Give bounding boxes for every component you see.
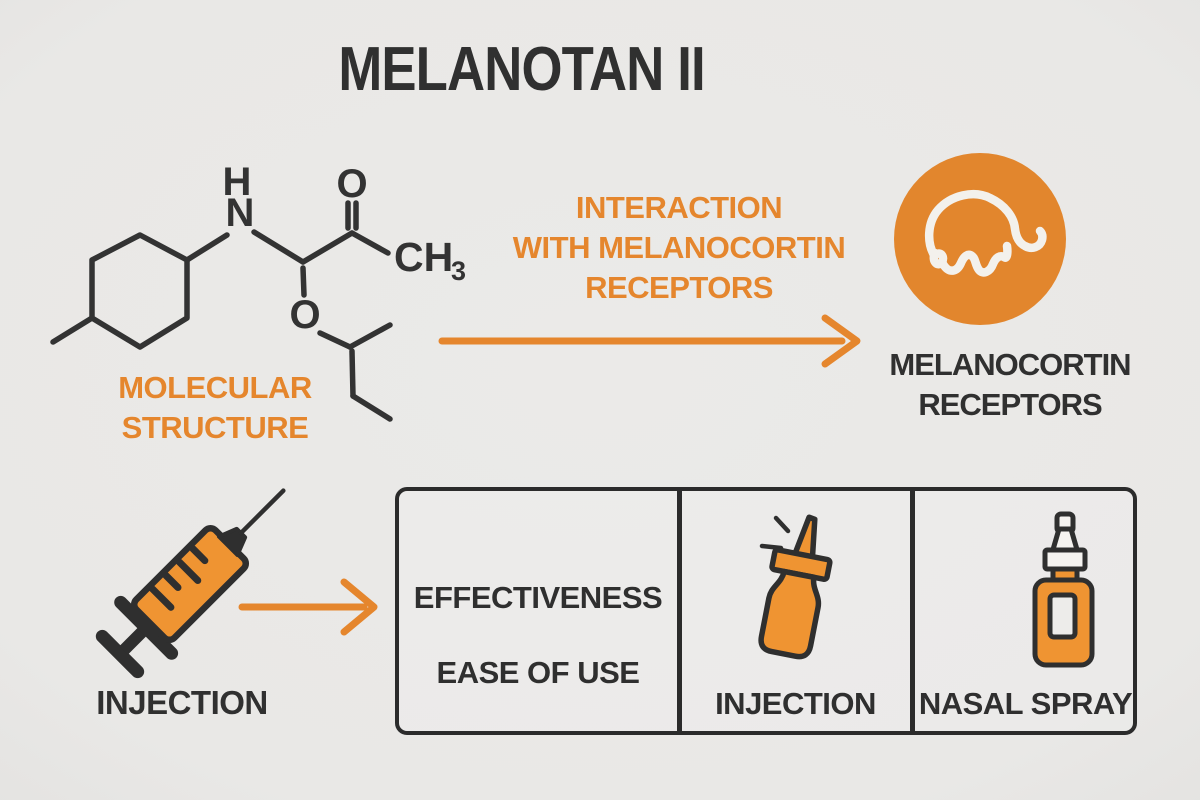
page-title: MELANOTAN II bbox=[338, 35, 706, 104]
syringe-icon bbox=[95, 488, 286, 679]
atom-label-n: N bbox=[226, 191, 255, 235]
column-label-nasal-spray: NASAL SPRAY bbox=[918, 686, 1133, 721]
molecule-diagram: H N O CH 3 O bbox=[50, 160, 466, 422]
column-label-injection: INJECTION bbox=[715, 686, 876, 721]
criterion-ease-of-use: EASE OF USE bbox=[436, 655, 640, 690]
cyclohexane-ring bbox=[89, 232, 190, 350]
atom-label-ch: CH bbox=[394, 234, 453, 280]
table-divider bbox=[910, 491, 915, 731]
table-divider bbox=[677, 491, 682, 731]
molecular-structure-label: MOLECULAR STRUCTURE bbox=[118, 370, 312, 445]
injection-method-label: INJECTION bbox=[96, 684, 268, 721]
receptor-icon bbox=[925, 190, 1047, 277]
melanocortin-receptors-label: MELANOCORTIN RECEPTORS bbox=[889, 347, 1131, 422]
criterion-effectiveness: EFFECTIVENESS bbox=[413, 580, 663, 615]
interaction-label: INTERACTION WITH MELANOCORTIN RECEPTORS bbox=[512, 190, 846, 305]
atom-label-ether-o: O bbox=[289, 293, 320, 337]
atom-label-h: H bbox=[223, 160, 252, 204]
ampoule-icon bbox=[758, 514, 833, 660]
page-title-wrap: MELANOTAN II bbox=[222, 34, 822, 105]
nasal-spray-icon bbox=[1032, 511, 1095, 668]
atom-label-ch-subscript: 3 bbox=[451, 256, 466, 286]
arrow-right-icon bbox=[438, 314, 861, 368]
arrow-right-small-icon bbox=[238, 578, 378, 636]
melanocortin-receptor-badge bbox=[894, 153, 1066, 325]
atom-label-carbonyl-o: O bbox=[336, 162, 367, 206]
